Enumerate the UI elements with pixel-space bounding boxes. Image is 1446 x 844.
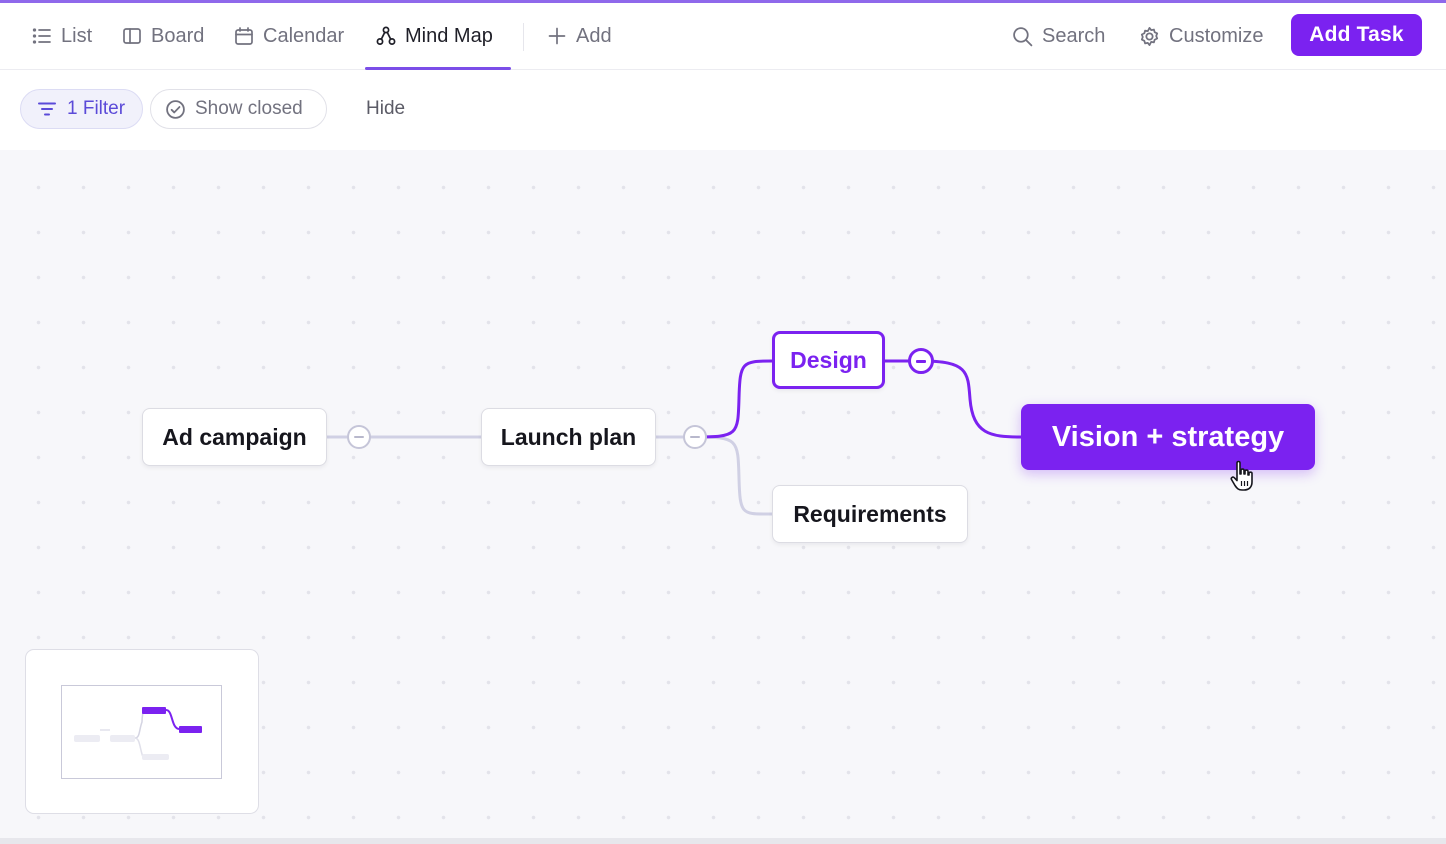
search-icon xyxy=(1013,26,1033,46)
minimap-preview xyxy=(74,707,202,760)
collapse-icon[interactable] xyxy=(347,425,371,449)
hide-button[interactable]: Hide xyxy=(366,98,406,119)
window-bottom-edge xyxy=(0,838,1446,844)
search-label: Search xyxy=(1042,24,1106,47)
window-top-accent xyxy=(0,0,1446,3)
tab-board[interactable]: Board xyxy=(122,3,204,69)
collapse-icon[interactable] xyxy=(908,348,934,374)
filter-label: 1 Filter xyxy=(67,98,126,119)
calendar-icon xyxy=(235,27,253,45)
filter-bar: 1 Filter Show closed Hide xyxy=(0,70,1446,150)
filter-icon xyxy=(38,102,56,116)
add-view-button[interactable]: Add xyxy=(547,3,612,69)
collapse-icon[interactable] xyxy=(683,425,707,449)
list-icon xyxy=(32,28,51,44)
filter-button[interactable]: 1 Filter xyxy=(20,89,143,129)
show-closed-toggle[interactable]: Show closed xyxy=(150,89,327,129)
search-button[interactable]: Search xyxy=(1012,3,1105,69)
customize-label: Customize xyxy=(1169,24,1264,47)
tab-list-label: List xyxy=(61,24,93,47)
view-bar: List Board Calendar Mind Map Add Search … xyxy=(0,3,1446,70)
tab-mind-map-label: Mind Map xyxy=(405,24,493,47)
board-icon xyxy=(123,28,141,44)
add-task-button[interactable]: Add Task xyxy=(1291,14,1422,56)
customize-button[interactable]: Customize xyxy=(1139,3,1263,69)
active-tab-indicator xyxy=(365,67,511,70)
node-ad-campaign[interactable]: Ad campaign xyxy=(142,408,327,466)
check-circle-icon xyxy=(166,99,185,119)
tab-board-label: Board xyxy=(151,24,205,47)
tab-list[interactable]: List xyxy=(32,3,92,69)
minimap[interactable] xyxy=(25,649,259,814)
tab-calendar[interactable]: Calendar xyxy=(234,3,344,69)
node-requirements[interactable]: Requirements xyxy=(772,485,968,543)
add-view-label: Add xyxy=(576,24,612,47)
node-launch-plan[interactable]: Launch plan xyxy=(481,408,656,466)
node-vision-strategy[interactable]: Vision + strategy xyxy=(1021,404,1315,470)
plus-icon xyxy=(548,27,566,45)
node-design[interactable]: Design xyxy=(772,331,885,389)
mind-map-icon xyxy=(376,26,396,45)
show-closed-label: Show closed xyxy=(195,98,303,119)
gear-icon xyxy=(1140,26,1159,46)
view-divider xyxy=(523,23,524,51)
tab-calendar-label: Calendar xyxy=(263,24,345,47)
tab-mind-map[interactable]: Mind Map xyxy=(376,3,493,69)
